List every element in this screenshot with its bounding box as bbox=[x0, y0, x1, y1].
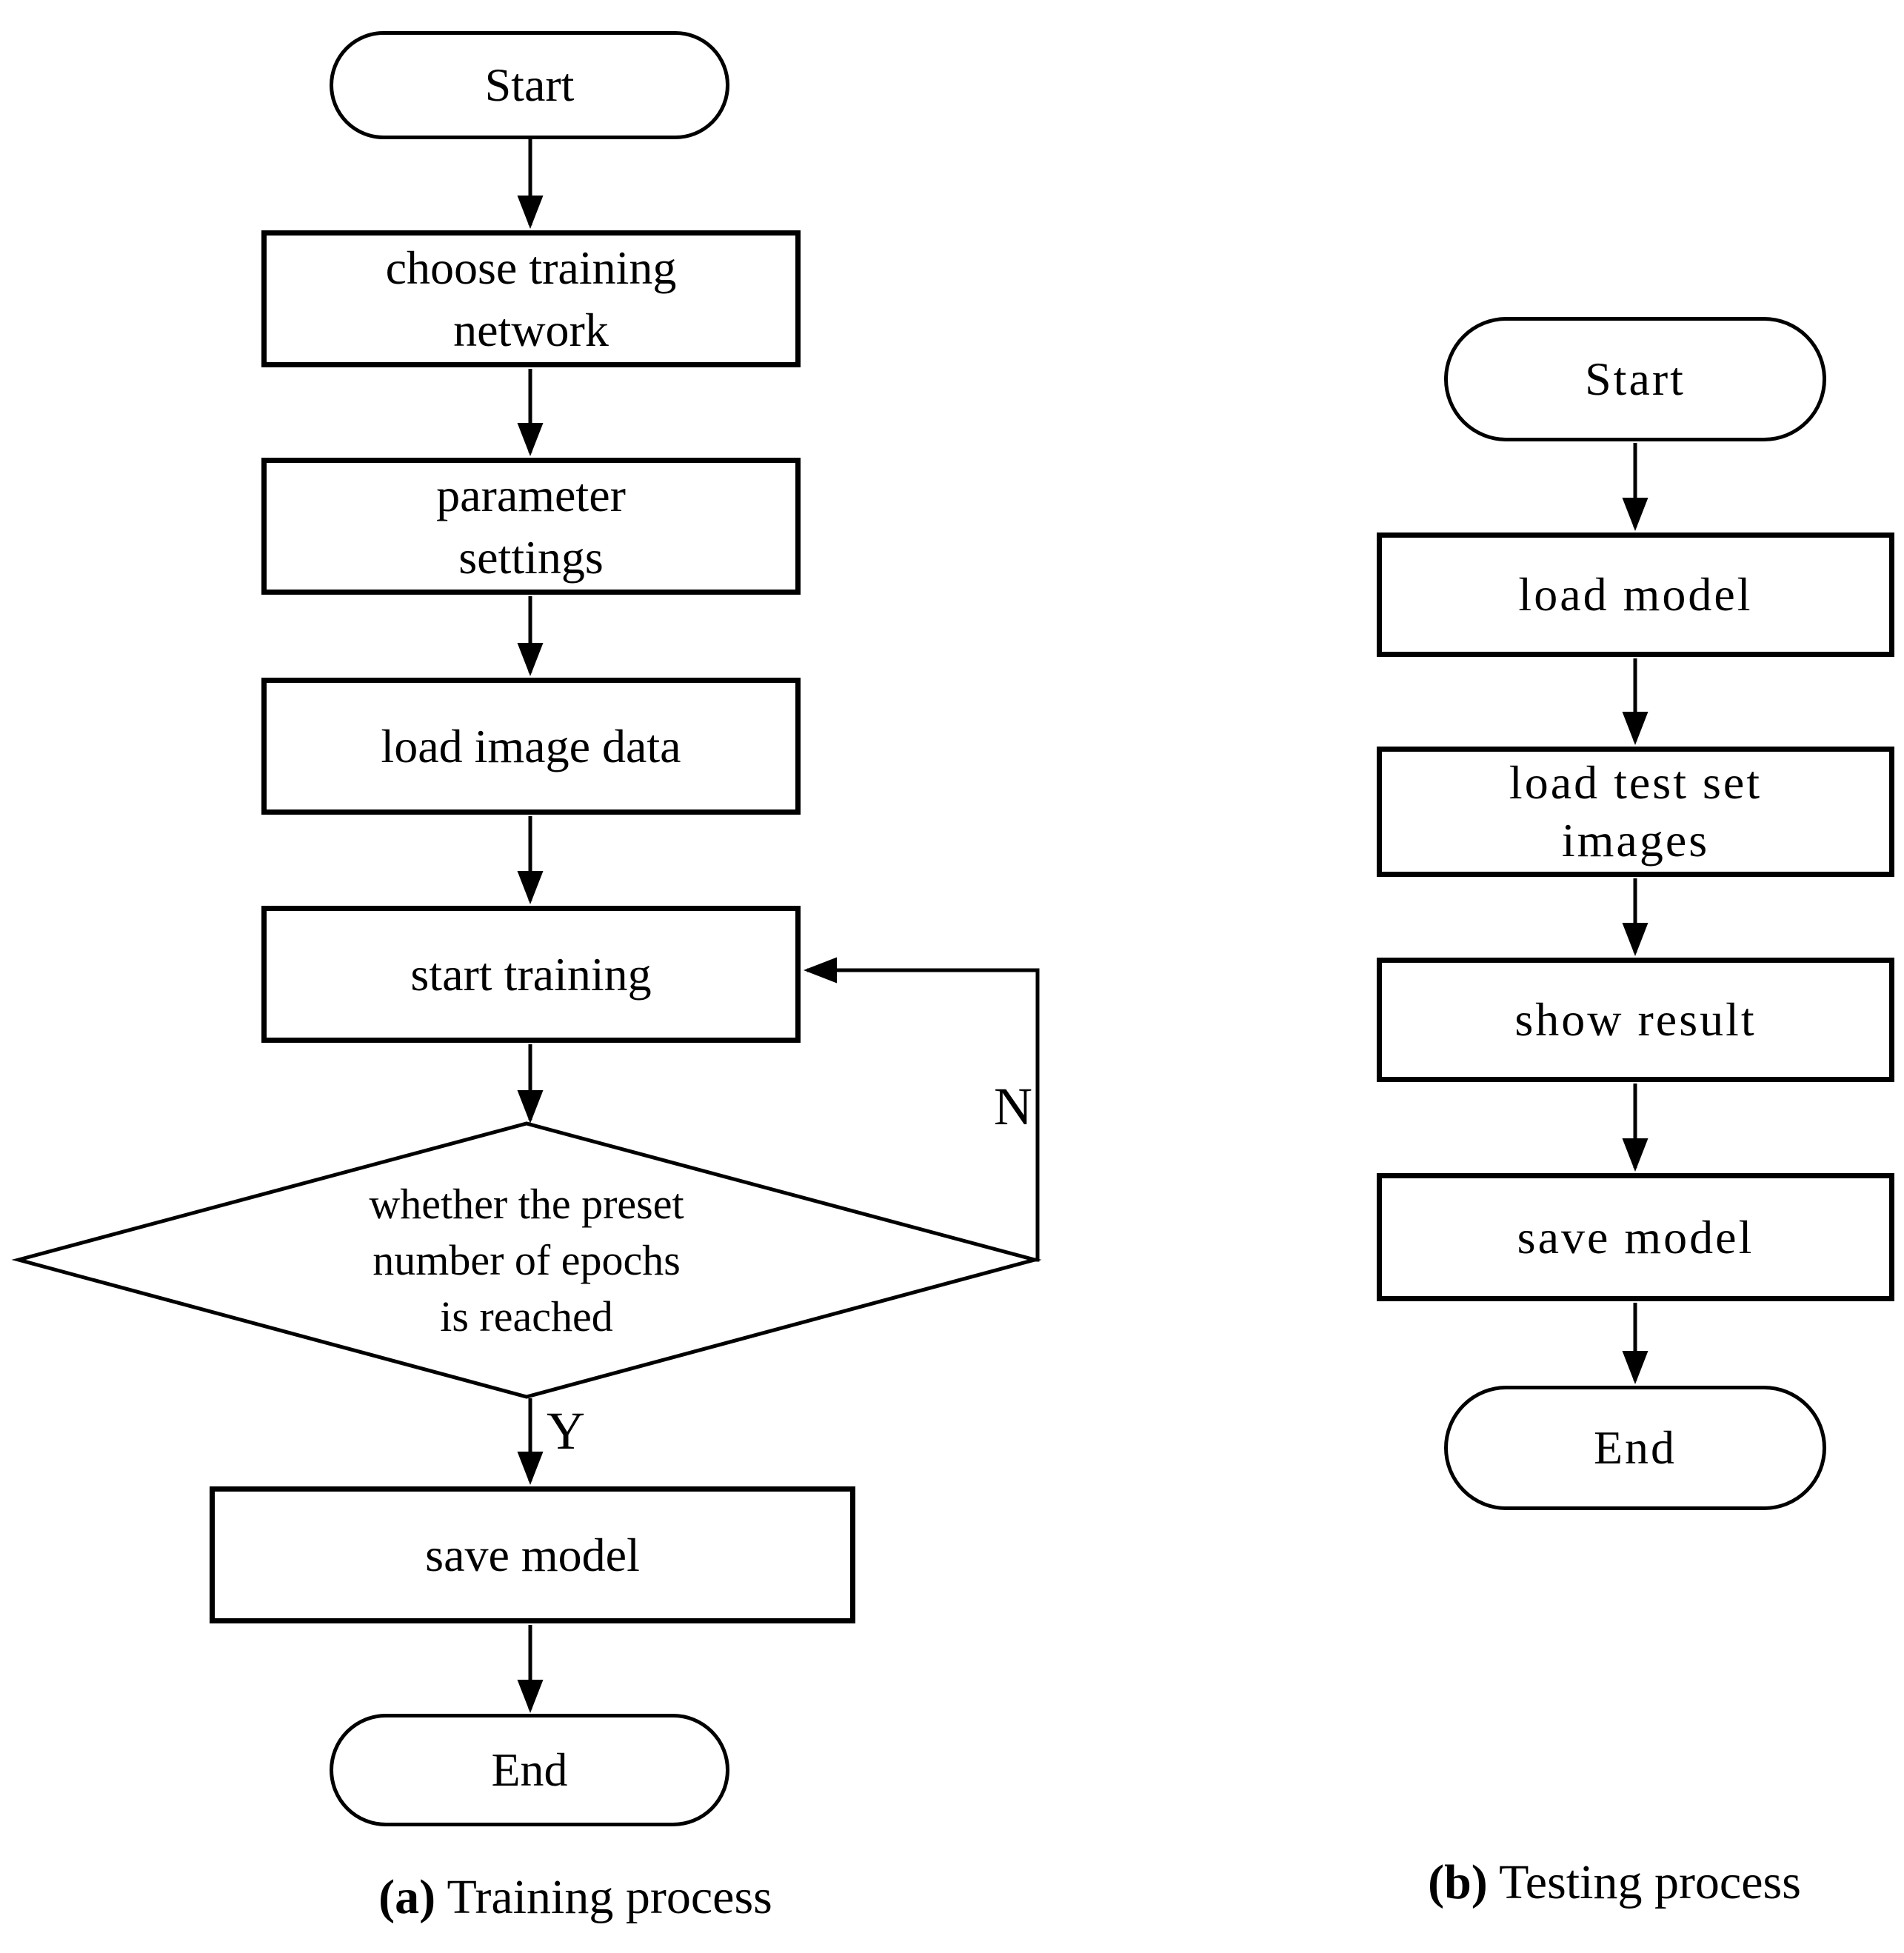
process-label-line: show result bbox=[1514, 993, 1757, 1046]
process-save-model-training: save model bbox=[210, 1486, 855, 1623]
process-label-line: load model bbox=[1518, 568, 1753, 621]
process-save-model-testing: save model bbox=[1377, 1173, 1894, 1301]
caption-text: Testing process bbox=[1499, 1855, 1801, 1909]
process-load-model: load model bbox=[1377, 533, 1894, 657]
no-branch-label: N bbox=[994, 1077, 1032, 1136]
terminator-label: End bbox=[491, 1743, 568, 1796]
process-label-line: load image data bbox=[381, 719, 681, 772]
process-label-line: choose training bbox=[385, 241, 677, 294]
terminator-label: End bbox=[1593, 1421, 1677, 1474]
process-label-line: images bbox=[1561, 814, 1710, 867]
decision-epochs-reached: whether the preset number of epochs is r… bbox=[156, 1176, 897, 1345]
process-show-result: show result bbox=[1377, 958, 1894, 1082]
process-label-line: parameter bbox=[436, 468, 626, 521]
caption-text: Training process bbox=[447, 1870, 772, 1924]
process-label-line: start training bbox=[410, 947, 652, 1001]
terminator-end-training-process: End bbox=[330, 1714, 729, 1826]
process-label-line: save model bbox=[1517, 1210, 1754, 1263]
no-branch-connector bbox=[804, 957, 1040, 1262]
process-parameter-settings: parameter settings bbox=[261, 458, 801, 595]
caption-marker: (b) bbox=[1428, 1855, 1488, 1909]
yes-branch-label: Y bbox=[547, 1401, 585, 1460]
terminator-end-testing-process: End bbox=[1444, 1386, 1826, 1510]
process-label-line: load test set bbox=[1509, 756, 1763, 809]
terminator-label: Start bbox=[1585, 353, 1686, 405]
process-load-test-set-images: load test set images bbox=[1377, 747, 1894, 877]
process-label-line: settings bbox=[458, 530, 604, 584]
caption-testing-process: (b) Testing process bbox=[1259, 1853, 1904, 1912]
terminator-label: Start bbox=[484, 59, 575, 111]
caption-marker: (a) bbox=[378, 1870, 436, 1924]
decision-label-line: is reached bbox=[440, 1292, 613, 1341]
process-load-image-data: load image data bbox=[261, 678, 801, 815]
decision-label-line: number of epochs bbox=[373, 1236, 681, 1284]
process-label-line: network bbox=[453, 303, 609, 356]
process-choose-training-network: choose training network bbox=[261, 230, 801, 367]
caption-training-process: (a) Training process bbox=[220, 1868, 931, 1927]
terminator-start-training-process: Start bbox=[330, 31, 729, 139]
terminator-start-testing-process: Start bbox=[1444, 317, 1826, 441]
process-label-line: save model bbox=[425, 1528, 640, 1581]
decision-label-line: whether the preset bbox=[369, 1180, 684, 1228]
process-start-training: start training bbox=[261, 906, 801, 1043]
